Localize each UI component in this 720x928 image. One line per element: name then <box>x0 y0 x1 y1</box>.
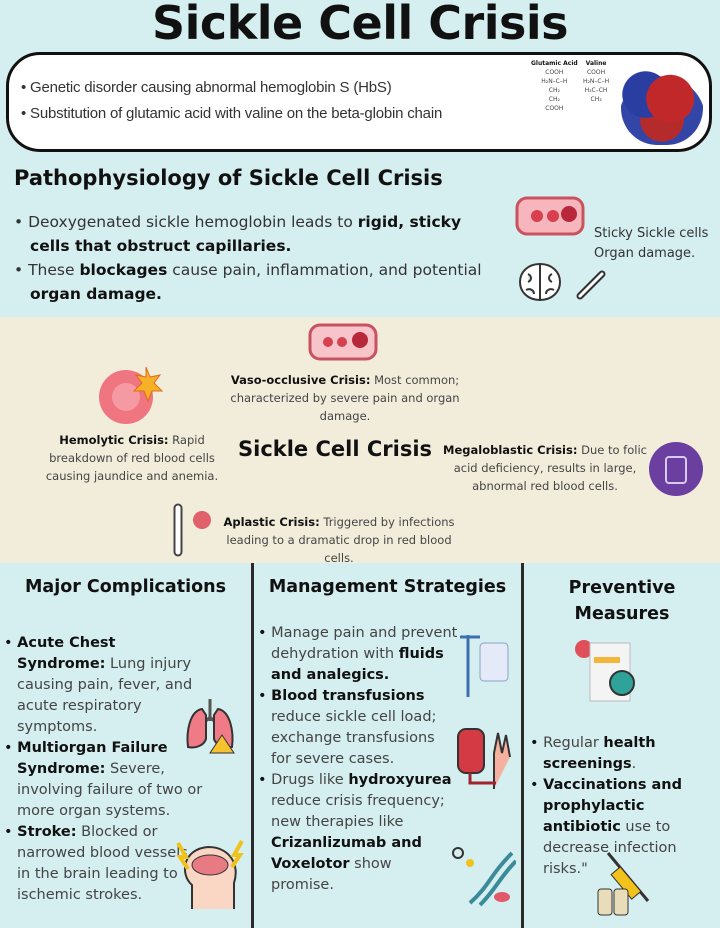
intro-bullet: Substitution of glutamic acid with valin… <box>21 101 521 127</box>
red-blood-cell-icon <box>99 366 164 424</box>
bold-text: hydroxyurea <box>348 772 452 788</box>
hemolytic-crisis-text: Hemolytic Crisis: Rapid breakdown of red… <box>42 431 222 485</box>
bold-text: health screenings <box>543 735 656 772</box>
pathophysiology-section: Pathophysiology of Sickle Cell Crisis De… <box>0 158 720 316</box>
brain-icon <box>518 262 562 302</box>
crisis-types-section: Vaso-occlusive Crisis: Most common; char… <box>0 317 720 565</box>
bold-text: organ damage. <box>30 285 162 303</box>
text: Lung injury causing pain, fever, and acu… <box>17 656 193 735</box>
aplastic-crisis-text: Aplastic Crisis: Triggered by infections… <box>214 513 464 567</box>
complications-column: Major Complications Acute Chest Syndrome… <box>0 563 251 928</box>
text: reduce sickle cell load; exchange transf… <box>271 709 437 767</box>
vaso-occlusive-crisis-text: Vaso-occlusive Crisis: Most common; char… <box>225 371 465 425</box>
complication-item: Multiorgan Failure Syndrome: Severe, inv… <box>4 738 204 822</box>
bold-text: blockages <box>79 261 168 279</box>
complication-item: Acute Chest Syndrome: Lung injury causin… <box>4 633 204 738</box>
text: Deoxygenated sickle hemoglobin leads to <box>28 213 358 231</box>
text: cause pain, inflammation, and potential <box>167 261 482 279</box>
text: These <box>28 261 80 279</box>
blood-vessel-icon <box>515 196 585 236</box>
text: use to decrease infection risks." <box>543 819 677 877</box>
text: reduce crisis frequency; new therapies l… <box>271 793 445 830</box>
health-checkup-icon <box>575 640 635 702</box>
bold-text: rigid, sticky cells that obstruct capill… <box>30 213 462 255</box>
bold-text: Vaccinations and prophylactic antibiotic <box>543 777 683 835</box>
text: Most common; characterized by severe pai… <box>230 373 460 423</box>
dna-molecule-icon <box>452 847 516 907</box>
intro-bullet: Genetic disorder causing abnormal hemogl… <box>21 75 521 101</box>
patho-bullet: These blockages cause pain, inflammation… <box>14 258 494 306</box>
chem-label: Valine <box>585 60 607 67</box>
bold-text: Blood transfusions <box>271 688 425 704</box>
bold-text: Acute Chest Syndrome: <box>17 635 116 672</box>
complication-item: Stroke: Blocked or narrowed blood vessel… <box>4 822 204 906</box>
side-note-text: Organ damage. <box>594 246 696 261</box>
brain-stroke-icon <box>176 840 244 909</box>
bold-text: Stroke: <box>17 824 77 840</box>
text: Drugs like <box>271 772 349 788</box>
bone-virus-icon <box>173 503 211 557</box>
bold-text: Multiorgan Failure Syndrome: <box>17 740 168 777</box>
preventive-item: Vaccinations and prophylactic antibiotic… <box>530 775 716 880</box>
text: Manage pain and prevent dehydration with <box>271 625 458 662</box>
text: Blocked or narrowed blood vessels in the… <box>17 824 188 903</box>
bold-text: Hemolytic Crisis: <box>59 433 169 447</box>
page-title: Sickle Cell Crisis <box>152 0 568 50</box>
megaloblastic-crisis-text: Megaloblastic Crisis: Due to folic acid … <box>440 441 650 495</box>
vaccine-syringe-icon <box>597 852 650 916</box>
management-item: Drugs like hydroxyurea reduce crisis fre… <box>258 770 458 896</box>
management-item: Manage pain and prevent dehydration with… <box>258 623 458 686</box>
iv-drip-icon <box>460 635 509 697</box>
preventive-item: Regular health screenings. <box>530 733 716 775</box>
crisis-center-title: Sickle Cell Crisis <box>238 437 433 461</box>
column-divider <box>251 563 254 928</box>
bold-text: fluids and analegics. <box>271 646 444 683</box>
text: . <box>631 756 637 772</box>
text: Severe, involving failure of two or more… <box>17 761 203 819</box>
intro-box: Genetic disorder causing abnormal hemogl… <box>6 52 712 152</box>
management-column: Management Strategies Manage pain and pr… <box>254 563 521 928</box>
chem-label: Glutamic Acid <box>531 60 578 67</box>
bone-icon <box>576 270 606 300</box>
column-heading: Management Strategies <box>268 577 507 597</box>
text: Regular <box>543 735 604 751</box>
patho-bullet: Deoxygenated sickle hemoglobin leads to … <box>14 210 494 258</box>
medicine-bottle-icon <box>649 442 703 496</box>
blood-transfusion-icon <box>457 728 511 789</box>
text: show promise. <box>271 856 392 893</box>
bold-text: Vaso-occlusive Crisis: <box>230 373 371 387</box>
side-note-text: Sticky Sickle cells <box>594 226 709 241</box>
bold-text: Crizanlizumab and Voxelotor <box>271 835 422 872</box>
management-item: Blood transfusions reduce sickle cell lo… <box>258 686 458 770</box>
column-heading: Preventive Measures <box>568 578 676 624</box>
lungs-warning-icon <box>186 699 235 754</box>
blood-vessel-icon <box>308 323 378 361</box>
bold-text: Aplastic Crisis: <box>223 515 320 529</box>
preventive-column: Preventive Measures Regular health scree… <box>524 563 720 928</box>
text: Rapid breakdown of red blood cells causi… <box>45 433 219 483</box>
column-divider <box>521 563 524 928</box>
text: Triggered by infections leading to a dra… <box>226 515 455 565</box>
bold-text: Megaloblastic Crisis: <box>443 443 578 457</box>
text: Due to folic acid deficiency, results in… <box>453 443 647 493</box>
section-heading: Pathophysiology of Sickle Cell Crisis <box>14 166 443 190</box>
column-heading: Major Complications <box>24 577 227 597</box>
hemoglobin-protein-icon <box>621 61 703 145</box>
